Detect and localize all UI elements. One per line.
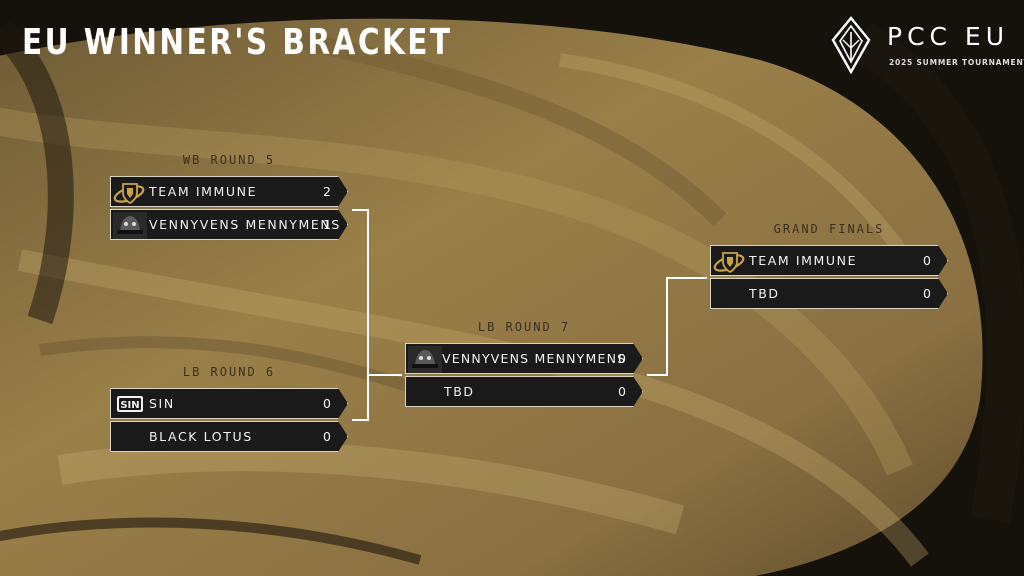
- round-label-grand-finals: GRAND FINALS: [773, 222, 885, 236]
- team-immune-logo: [113, 183, 145, 205]
- tournament-subtitle: 2025 SUMMER TOURNAMENT: [889, 58, 1024, 67]
- pcc-crest-icon: [831, 16, 871, 74]
- match-lb-round-7: VENNYVENS MENNYMENS 0 TBD 0: [405, 343, 643, 409]
- team-name: BLACK LOTUS: [149, 429, 253, 444]
- team-score: 0: [618, 384, 626, 399]
- round-label-lb-round-7: LB ROUND 7: [477, 320, 571, 334]
- team-row-sin[interactable]: SIN SIN 0: [110, 388, 348, 419]
- team-immune-logo: [713, 252, 745, 274]
- svg-text:SIN: SIN: [120, 400, 139, 411]
- team-row-team-immune[interactable]: TEAM IMMUNE 0: [710, 245, 948, 276]
- match-lb-round-6: SIN SIN 0 BLACK LOTUS 0: [110, 388, 348, 454]
- team-score: 2: [323, 184, 331, 199]
- team-score: 0: [323, 396, 331, 411]
- team-name: VENNYVENS MENNYMENS: [442, 351, 627, 366]
- team-score: 0: [323, 429, 331, 444]
- team-name: TEAM IMMUNE: [749, 253, 858, 268]
- team-row-vennyvens-mennymens[interactable]: VENNYVENS MENNYMENS 0: [405, 343, 643, 374]
- team-row-team-immune[interactable]: TEAM IMMUNE 2: [110, 176, 348, 207]
- team-row-vennyvens-mennymens[interactable]: VENNYVENS MENNYMENS 1: [110, 209, 348, 240]
- tournament-name: PCC EU: [887, 22, 1010, 51]
- round-label-lb-round-6: LB ROUND 6: [182, 365, 276, 379]
- tournament-logo: PCC EU 2025 SUMMER TOURNAMENT: [831, 16, 1024, 76]
- match-wb-round-5: TEAM IMMUNE 2 VENNYVENS MENNYMENS 1: [110, 176, 348, 242]
- team-name: TBD: [444, 384, 475, 399]
- team-score: 1: [323, 217, 331, 232]
- team-row-black-lotus[interactable]: BLACK LOTUS 0: [110, 421, 348, 452]
- page-title: EU WINNER'S BRACKET: [22, 22, 453, 63]
- team-row-tbd[interactable]: TBD 0: [405, 376, 643, 407]
- vennyvens-mennymens-logo: [408, 346, 442, 373]
- sin-logo: SIN: [117, 396, 143, 412]
- round-label-wb-round-5: WB ROUND 5: [182, 153, 276, 167]
- match-grand-finals: TEAM IMMUNE 0 TBD 0: [710, 245, 948, 311]
- team-name: TBD: [749, 286, 780, 301]
- team-name: VENNYVENS MENNYMENS: [149, 217, 341, 232]
- vennyvens-mennymens-logo: [113, 212, 147, 239]
- team-row-tbd[interactable]: TBD 0: [710, 278, 948, 309]
- team-name: TEAM IMMUNE: [149, 184, 258, 199]
- team-score: 0: [618, 351, 626, 366]
- team-score: 0: [923, 286, 931, 301]
- team-score: 0: [923, 253, 931, 268]
- team-name: SIN: [149, 396, 175, 411]
